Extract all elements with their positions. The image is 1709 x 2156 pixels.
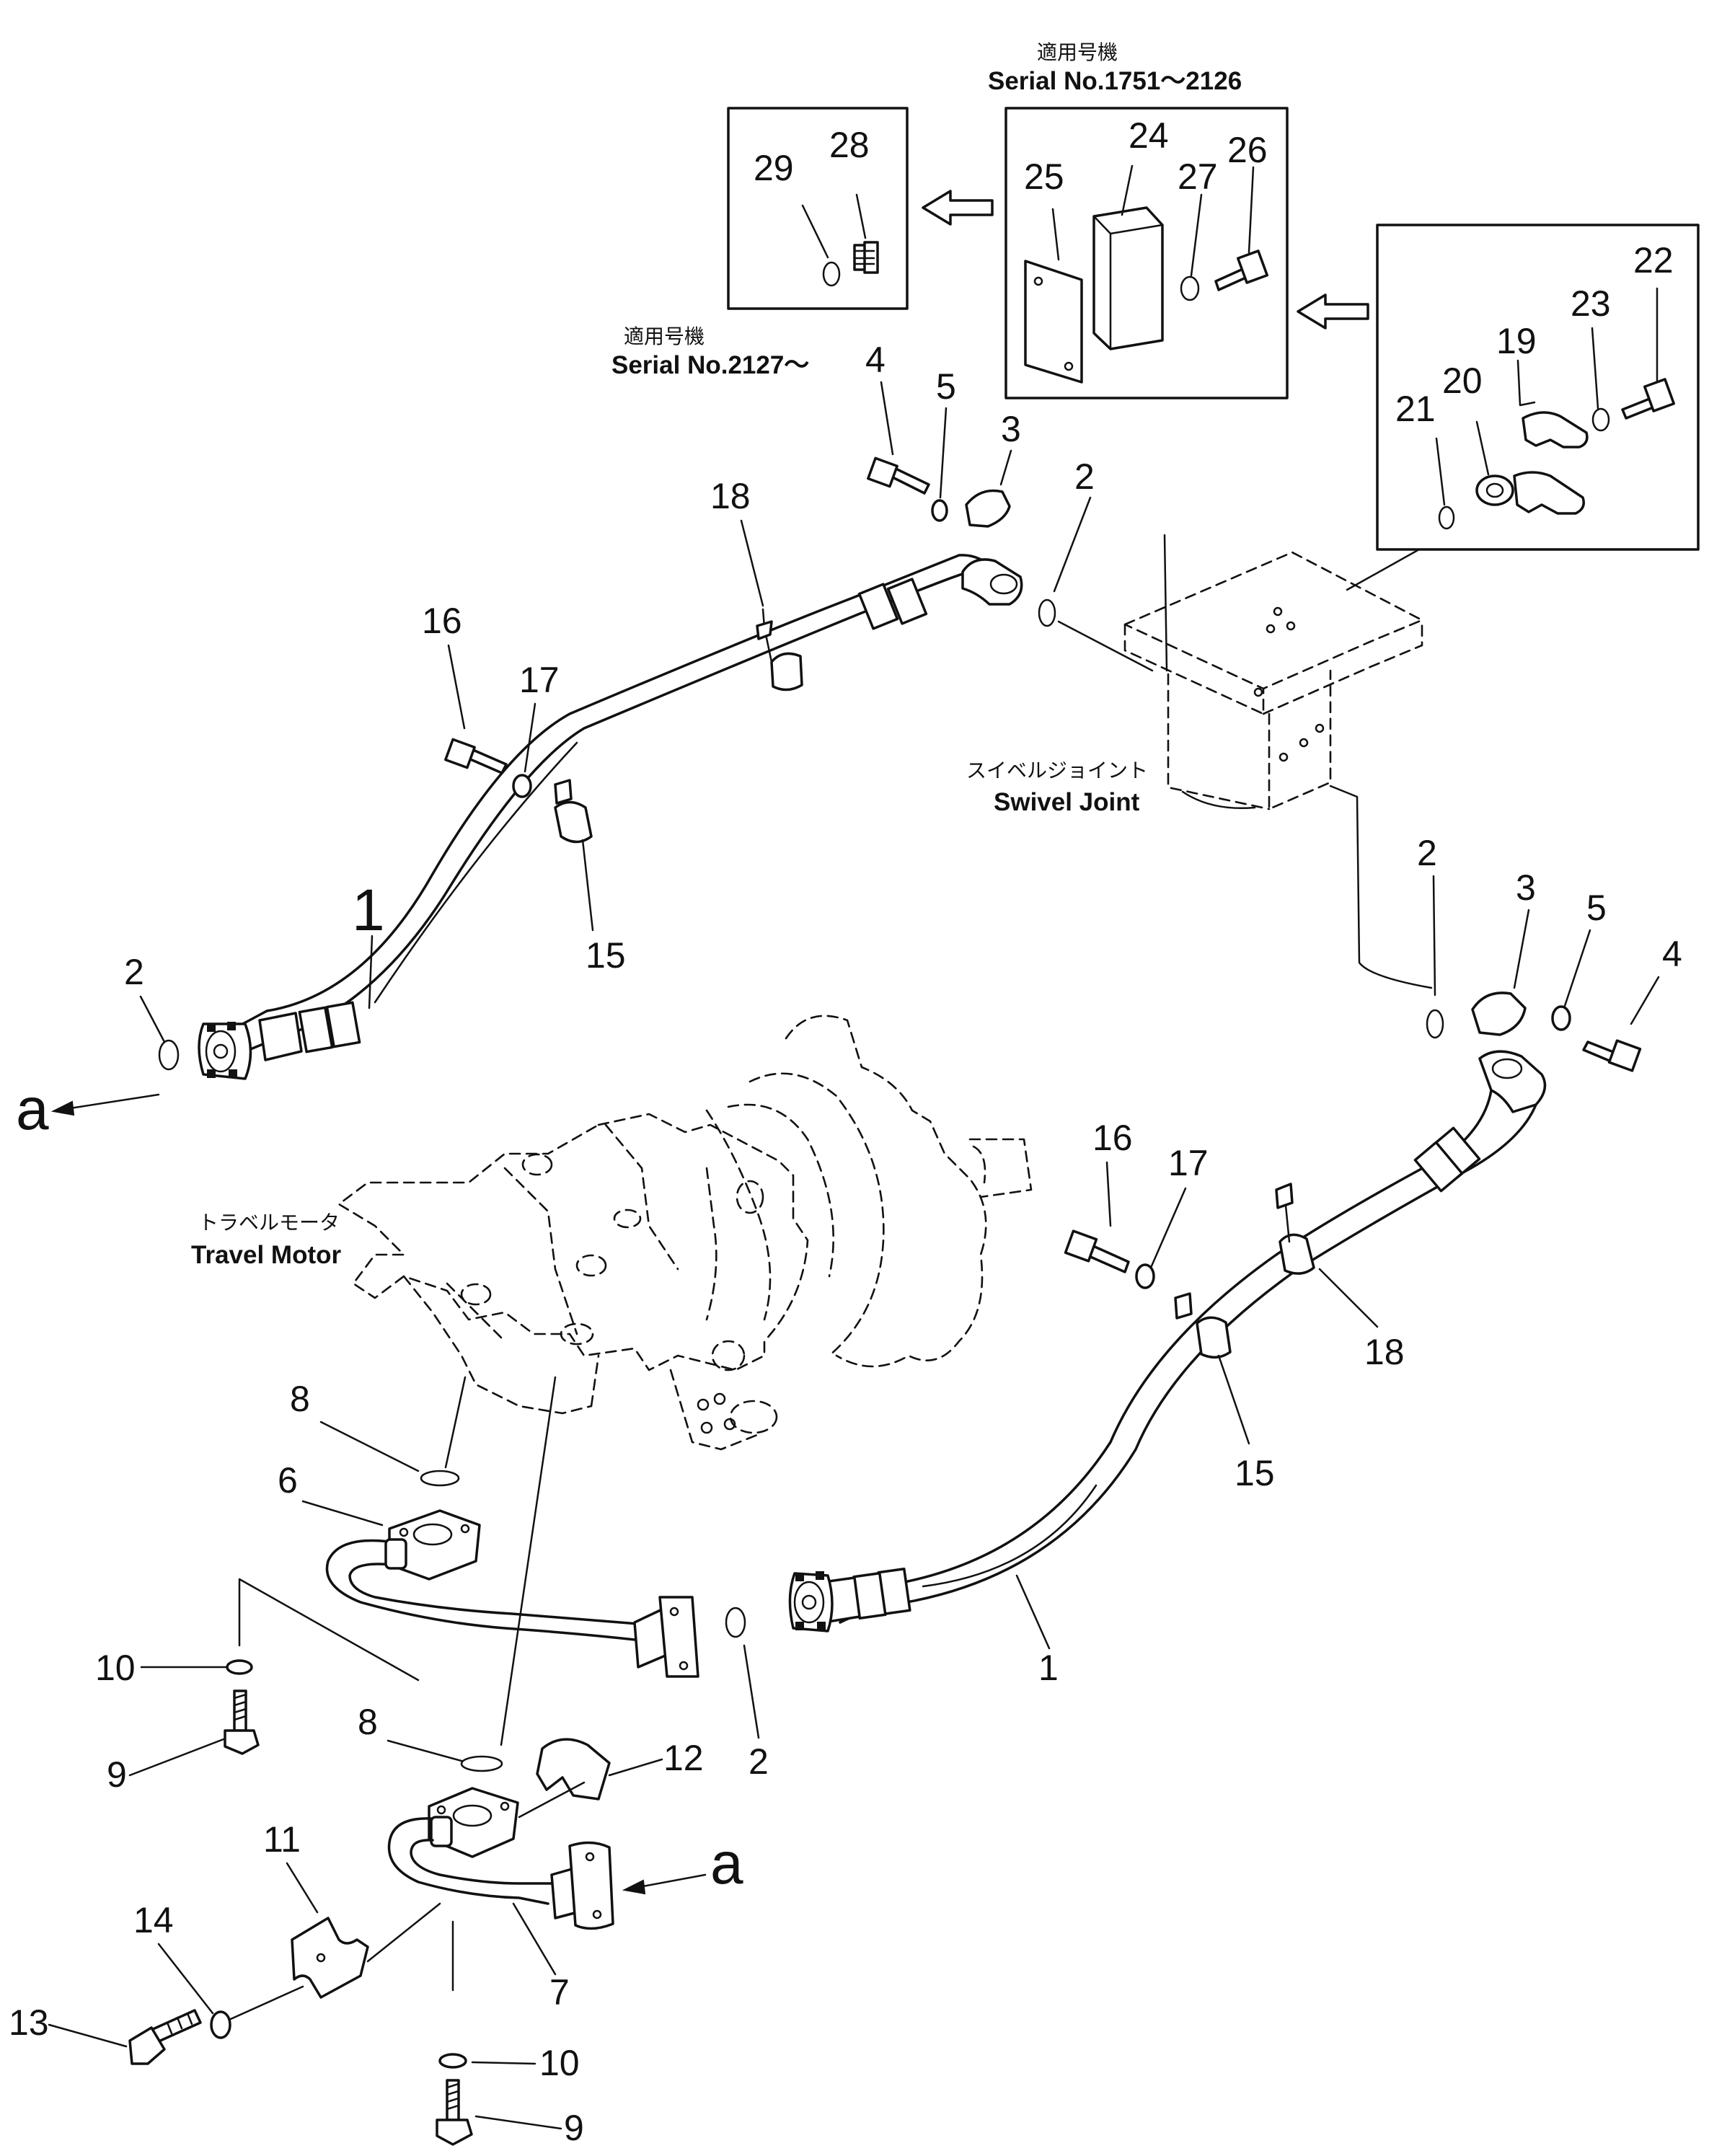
callout-29: 29: [754, 148, 794, 188]
callout-a-right: a: [710, 1831, 743, 1896]
callout-21: 21: [1395, 389, 1436, 429]
callout-15-lower: 15: [1235, 1453, 1275, 1493]
plug-28-icon: [853, 241, 879, 274]
callout-16-upper: 16: [422, 601, 462, 641]
callout-17-lower: 17: [1168, 1143, 1209, 1183]
swivel-joint: [1123, 534, 1423, 810]
bolt-22-icon: [1621, 378, 1676, 420]
hose-1-lower: [788, 1050, 1547, 1633]
callout-26: 26: [1227, 130, 1268, 170]
callout-27: 27: [1178, 156, 1218, 197]
bolt-4-right-icon: [1582, 1039, 1642, 1072]
callout-10-lower: 10: [539, 2043, 580, 2083]
callout-3-right: 3: [1516, 867, 1536, 908]
split-flange-3-upper: [965, 489, 1011, 528]
swivel-joint-label: Swivel Joint: [994, 788, 1140, 816]
callout-1-lower: 1: [1038, 1648, 1059, 1688]
callout-2-bottom: 2: [748, 1741, 769, 1782]
callout-20: 20: [1442, 361, 1483, 401]
callout-3-upper: 3: [1001, 409, 1021, 449]
callout-10-upper: 10: [95, 1648, 136, 1688]
hose-1-upper: [198, 554, 1023, 1080]
clamp-11: [291, 1917, 369, 1999]
bolt-16-upper-icon: [444, 738, 508, 774]
callout-8-upper: 8: [290, 1379, 310, 1419]
callout-9-upper: 9: [107, 1754, 127, 1795]
callout-24: 24: [1129, 115, 1169, 156]
callout-2-right: 2: [1417, 833, 1437, 873]
clamp-12: [536, 1738, 611, 1801]
arrow-to-plate-box: [1297, 293, 1369, 330]
callout-7: 7: [549, 1972, 570, 2013]
bolt-13-icon: [128, 2009, 202, 2065]
callout-4-upper: 4: [865, 340, 886, 380]
detail-box-split-flange: [1376, 224, 1700, 551]
callout-11: 11: [263, 1819, 301, 1860]
callout-25: 25: [1024, 156, 1064, 197]
travel-motor: [337, 1015, 1033, 1451]
tube-7: [387, 1781, 614, 1930]
swivel-joint-label-jp: スイベルジョイント: [966, 759, 1148, 782]
callout-17-upper: 17: [519, 660, 560, 700]
callout-13: 13: [9, 2002, 49, 2043]
callout-4-right: 4: [1662, 934, 1682, 974]
split-flange-3-right: [1471, 991, 1527, 1036]
callout-2-left: 2: [124, 952, 144, 992]
callout-1-upper: 1: [352, 878, 385, 943]
callout-18-upper: 18: [710, 476, 751, 516]
callout-14: 14: [133, 1900, 174, 1940]
callout-15-upper: 15: [586, 935, 626, 976]
callout-18-lower: 18: [1364, 1332, 1405, 1372]
serial-note-1: Serial No.1751～2126: [988, 67, 1242, 95]
callout-5-right: 5: [1586, 888, 1607, 928]
callout-12: 12: [663, 1738, 704, 1778]
callout-9-lower: 9: [564, 2108, 584, 2148]
travel-motor-label: Travel Motor: [191, 1241, 341, 1269]
callout-6: 6: [278, 1460, 298, 1501]
tube-6: [325, 1509, 699, 1678]
callout-2-upper: 2: [1074, 456, 1095, 497]
travel-motor-label-jp: トラベルモータ: [198, 1211, 340, 1234]
callout-28: 28: [829, 125, 870, 165]
serial-note-2: Serial No.2127～: [611, 351, 809, 379]
bolt-9-upper-icon: [224, 1689, 260, 1755]
detail-box-plug: [727, 107, 909, 310]
callout-8-lower: 8: [358, 1702, 378, 1742]
callout-23: 23: [1571, 283, 1611, 324]
arrow-to-plug-box: [922, 190, 994, 226]
bolt-26-icon: [1214, 249, 1269, 291]
serial-note-jp-1: 適用号機: [1037, 40, 1118, 64]
callout-16-lower: 16: [1092, 1118, 1133, 1158]
serial-note-jp-2: 適用号機: [624, 324, 705, 348]
bolt-9-lower-icon: [436, 2079, 473, 2146]
bolt-4-upper-icon: [867, 456, 930, 495]
callout-5-upper: 5: [936, 366, 956, 407]
detail-box-plate: [1004, 107, 1289, 399]
callout-22: 22: [1633, 240, 1674, 280]
bolt-16-lower-icon: [1064, 1229, 1130, 1273]
callout-a-left: a: [16, 1077, 49, 1142]
callout-19: 19: [1496, 321, 1537, 361]
